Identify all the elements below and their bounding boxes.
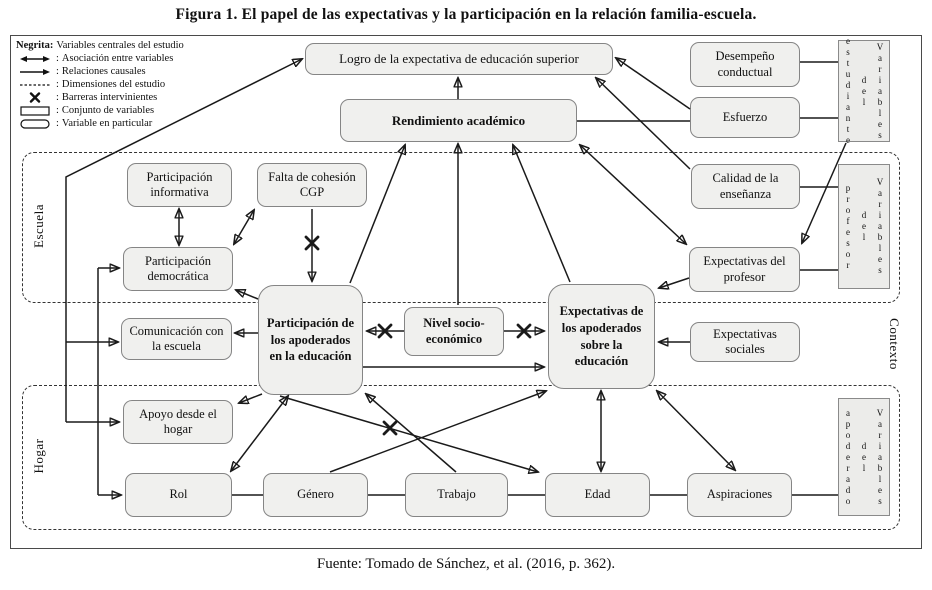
node-participacion-informativa: Participación informativa <box>127 163 232 207</box>
legend-particular-label: Variable en particular <box>61 118 153 129</box>
single-arrow-icon <box>16 68 54 76</box>
legend-association-label: Asociación entre variables <box>61 53 174 64</box>
legend: Negrita: Variables centrales del estudio… <box>16 39 184 130</box>
region-label-escuela: Escuela <box>31 204 46 248</box>
legend-item-causal: : Relaciones causales <box>16 65 184 78</box>
node-calidad-ensenanza: Calidad de la enseñanza <box>691 164 800 209</box>
node-trabajo: Trabajo <box>405 473 508 517</box>
legend-bold-key: Negrita: <box>16 40 54 51</box>
dashed-line-icon <box>16 82 54 88</box>
node-participacion-democratica: Participación democrática <box>123 247 233 291</box>
node-expectativas-apoderados: Expectativas de los apoderados sobre la … <box>548 284 655 389</box>
legend-item-association: : Asociación entre variables <box>16 52 184 65</box>
node-falta-cohesion-cgp: Falta de cohesión CGP <box>257 163 367 207</box>
legend-barriers-label: Barreras intervinientes <box>61 92 158 103</box>
node-logro-expectativa: Logro de la expectativa de educación sup… <box>305 43 613 75</box>
node-edad: Edad <box>545 473 650 517</box>
node-expectativas-sociales: Expectativas sociales <box>690 322 800 362</box>
node-comunicacion-escuela: Comunicación con la escuela <box>121 318 232 360</box>
node-apoyo-hogar: Apoyo desde el hogar <box>123 400 233 444</box>
node-aspiraciones: Aspiraciones <box>687 473 792 517</box>
node-rendimiento-academico: Rendimiento académico <box>340 99 577 142</box>
node-nivel-socioeconomico: Nivel socio-económico <box>404 307 504 356</box>
rectangle-icon <box>16 105 54 116</box>
node-esfuerzo: Esfuerzo <box>690 97 800 138</box>
legend-set-label: Conjunto de variables <box>61 105 155 116</box>
legend-item-bold: Negrita: Variables centrales del estudio <box>16 39 184 52</box>
node-desempeno-conductual: Desempeño conductual <box>690 42 800 87</box>
legend-item-barriers: : Barreras intervinientes <box>16 91 184 104</box>
region-label-contexto: Contexto <box>887 318 902 370</box>
region-hogar <box>22 385 900 530</box>
cross-icon <box>16 92 54 103</box>
figure-caption: Fuente: Tomado de Sánchez, et al. (2016,… <box>316 556 616 572</box>
node-genero: Género <box>263 473 368 517</box>
figure-title: Figura 1. El papel de las expectativas y… <box>175 6 757 23</box>
legend-bold-label: Variables centrales del estudio <box>56 40 184 51</box>
node-participacion-apoderados: Participación de los apoderados en la ed… <box>258 285 363 395</box>
node-expectativas-profesor: Expectativas del profesor <box>689 247 800 292</box>
legend-item-dimensions: : Dimensiones del estudio <box>16 78 184 91</box>
region-label-hogar: Hogar <box>31 438 46 474</box>
legend-item-set: : Conjunto de variables <box>16 104 184 117</box>
node-rol: Rol <box>125 473 232 517</box>
legend-item-particular: : Variable en particular <box>16 117 184 130</box>
legend-causal-label: Relaciones causales <box>61 66 146 77</box>
legend-dimensions-label: Dimensiones del estudio <box>61 79 166 90</box>
double-arrow-icon <box>16 55 54 63</box>
rounded-rectangle-icon <box>16 118 54 129</box>
